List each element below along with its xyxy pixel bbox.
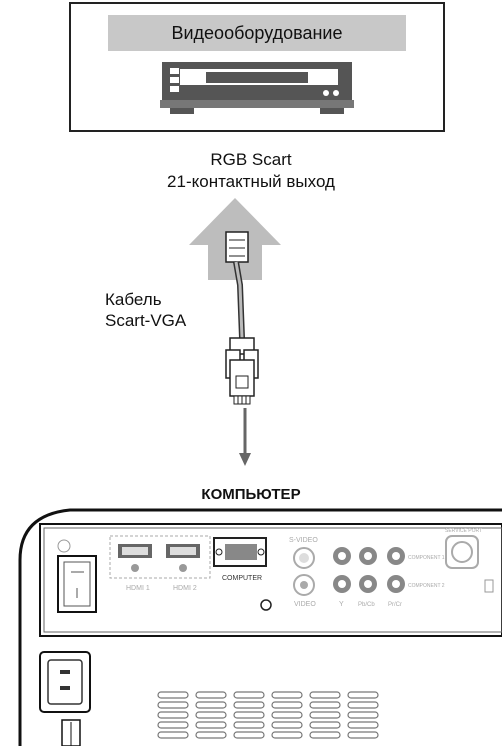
signal-label-line1: RGB Scart (210, 150, 292, 169)
cable-label-line1: Кабель (105, 290, 162, 309)
video-label: VIDEO (294, 601, 316, 608)
prcr-label: Pr/Cr (388, 602, 402, 608)
vcr-icon (160, 62, 354, 114)
video-equipment-title: Видеооборудование (108, 15, 406, 51)
service-port-label: SERVICE PORT (445, 528, 482, 534)
pbcb-label: Pb/Cb (358, 602, 375, 608)
y-label: Y (339, 601, 344, 608)
signal-label-line2: 21-контактный выход (167, 172, 335, 191)
component2-label: COMPONENT 2 (408, 583, 445, 589)
scart-vga-cable (225, 231, 259, 405)
cable-label-line2: Scart-VGA (105, 311, 187, 330)
vent-grille (157, 691, 379, 739)
computer-port-label: COMPUTER (222, 575, 262, 582)
connect-arrow-down (239, 408, 251, 466)
svideo-label: S-VIDEO (289, 537, 318, 544)
hdmi1-label: HDMI 1 (126, 585, 150, 592)
projector-rear-panel: HDMI 1 HDMI 2 COMPUTER S-VIDEO VIDEO Y P… (18, 508, 502, 746)
component1-label: COMPONENT 1 (408, 555, 445, 561)
hdmi2-label: HDMI 2 (173, 585, 197, 592)
computer-label: КОМПЬЮТЕР (201, 486, 301, 503)
